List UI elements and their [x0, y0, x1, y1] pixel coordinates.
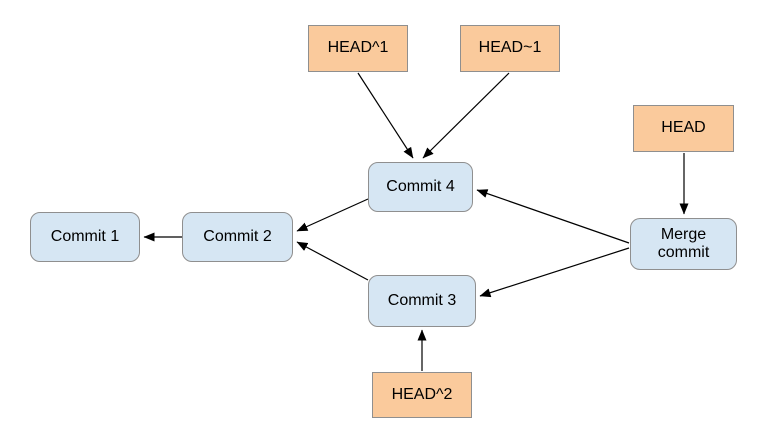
- node-commit1: Commit 1: [30, 212, 140, 262]
- node-head-label: HEAD: [661, 119, 706, 137]
- node-commit2: Commit 2: [182, 212, 293, 262]
- edge-merge-commit-to-commit4: [476, 189, 630, 244]
- edge-merge-commit-to-commit3: [479, 247, 630, 298]
- node-head-tilde-1: HEAD~1: [460, 25, 560, 72]
- node-head: HEAD: [633, 105, 734, 152]
- node-merge-commit: Merge commit: [630, 218, 737, 270]
- node-head1: HEAD^1: [308, 25, 408, 72]
- node-head1-label: HEAD^1: [327, 39, 389, 57]
- node-commit4: Commit 4: [368, 162, 473, 212]
- node-merge-commit-label: Merge commit: [657, 225, 710, 261]
- edge-head1-to-commit4: [357, 72, 414, 159]
- node-commit3-label: Commit 3: [387, 291, 457, 309]
- node-commit1-label: Commit 1: [50, 227, 120, 245]
- edge-head-tilde-1-to-commit4: [422, 72, 510, 159]
- node-head-tilde-1-label: HEAD~1: [478, 39, 542, 57]
- edge-commit3-to-commit2: [296, 241, 369, 281]
- node-head2: HEAD^2: [372, 372, 472, 418]
- node-commit4-label: Commit 4: [386, 177, 455, 195]
- node-commit3: Commit 3: [368, 275, 476, 327]
- edge-commit4-to-commit2: [296, 198, 369, 232]
- node-head2-label: HEAD^2: [391, 385, 453, 403]
- node-commit2-label: Commit 2: [203, 227, 272, 245]
